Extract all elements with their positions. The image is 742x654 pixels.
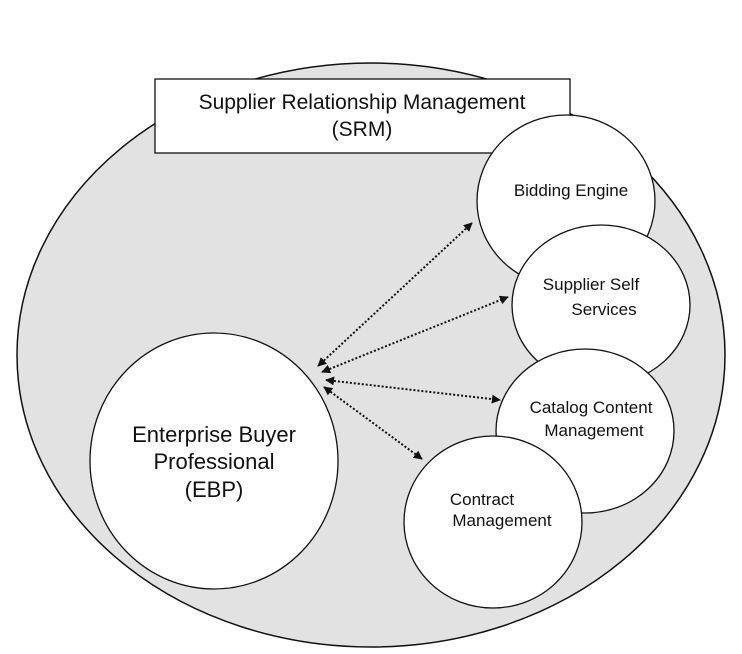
node-contract-management: Contract Management <box>403 435 583 609</box>
connector-ebp-catalog <box>325 376 501 404</box>
ebp-label-line2: Professional <box>153 449 274 474</box>
ebp-label-line1: Enterprise Buyer <box>132 422 296 447</box>
connectors <box>317 222 509 460</box>
srm-title-box: Supplier Relationship Management (SRM) <box>154 78 571 154</box>
srm-title-line1: Supplier Relationship Management <box>199 91 526 114</box>
connector-ebp-bidding <box>317 222 473 367</box>
contract-label-line2: Management <box>452 511 552 530</box>
connector-ebp-supplier-self <box>321 295 509 374</box>
catalog-label-line2: Management <box>544 421 644 440</box>
contract-label-line1: Contract <box>450 490 515 509</box>
node-enterprise-buyer-professional: Enterprise Buyer Professional (EBP) <box>89 332 339 590</box>
supplier-self-label-line2: Services <box>571 300 636 319</box>
supplier-self-label-line1: Supplier Self <box>543 275 640 294</box>
catalog-label-line1: Catalog Content <box>530 398 653 417</box>
bidding-engine-label: Bidding Engine <box>514 181 628 200</box>
srm-title-line2: (SRM) <box>332 118 393 141</box>
ebp-label-line3: (EBP) <box>185 477 244 502</box>
connector-ebp-contract <box>323 386 423 460</box>
